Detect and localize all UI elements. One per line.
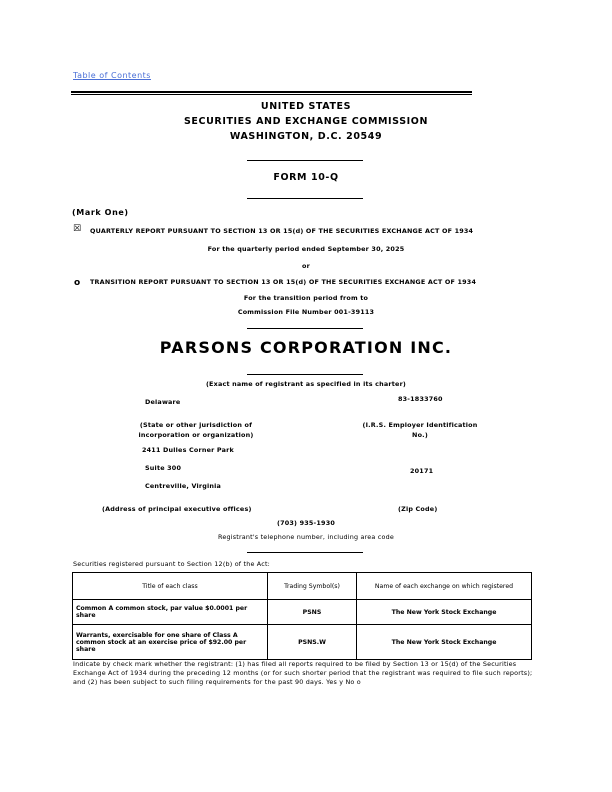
table-of-contents-link[interactable]: Table of Contents — [73, 71, 151, 80]
divider — [247, 552, 363, 553]
company-name: PARSONS CORPORATION INC. — [159, 338, 453, 357]
divider — [247, 328, 363, 329]
form-title: FORM 10-Q — [273, 172, 339, 183]
quarterly-period: For the quarterly period ended September… — [207, 245, 405, 253]
header-line1: UNITED STATES — [260, 101, 352, 112]
zip-caption: (Zip Code) — [398, 505, 438, 513]
mark-one-label: (Mark One) — [72, 208, 129, 217]
table-header-cell: Trading Symbol(s) — [267, 572, 357, 600]
table-cell: PSNS — [267, 599, 357, 625]
ein-number: 83-1833760 — [398, 395, 443, 403]
securities-table: Title of each class Trading Symbol(s) Na… — [72, 572, 532, 660]
address-caption: (Address of principal executive offices) — [102, 505, 252, 513]
table-cell: Common A common stock, par value $0.0001… — [72, 599, 268, 625]
divider — [247, 160, 363, 161]
reporting-compliance-text: Indicate by check mark whether the regis… — [73, 660, 533, 686]
divider — [247, 198, 363, 199]
state-caption: (State or other jurisdiction of incorpor… — [138, 421, 254, 439]
phone-number: (703) 935-1930 — [277, 519, 335, 527]
table-header-cell: Title of each class — [72, 572, 268, 600]
address-line2: Suite 300 — [145, 464, 182, 472]
table-cell: Warrants, exercisable for one share of C… — [72, 624, 268, 660]
or-text: or — [302, 262, 310, 270]
table-cell: The New York Stock Exchange — [356, 599, 532, 625]
table-row: Common A common stock, par value $0.0001… — [72, 599, 532, 625]
ein-caption: (I.R.S. Employer Identification No.) — [362, 421, 478, 439]
checked-box-icon: ☒ — [73, 224, 82, 234]
table-cell: PSNS.W — [267, 624, 357, 660]
top-divider — [71, 91, 472, 93]
charter-caption: (Exact name of registrant as specified i… — [205, 380, 407, 388]
unchecked-box-icon: o — [74, 278, 81, 288]
table-header-row: Title of each class Trading Symbol(s) Na… — [72, 572, 532, 600]
top-divider-thin — [71, 94, 472, 95]
phone-caption: Registrant's telephone number, including… — [218, 533, 394, 541]
section-12b-title: Securities registered pursuant to Sectio… — [73, 560, 271, 568]
table-row: Warrants, exercisable for one share of C… — [72, 624, 532, 660]
table-header-cell: Name of each exchange on which registere… — [356, 572, 532, 600]
zip-code: 20171 — [410, 467, 434, 475]
divider — [247, 374, 363, 375]
state-of-incorporation: Delaware — [145, 398, 181, 406]
address-line1: 2411 Dulles Corner Park — [142, 446, 234, 454]
address-city: Centreville, Virginia — [145, 482, 222, 490]
transition-period: For the transition period from to — [243, 294, 369, 302]
commission-file-number: Commission File Number 001-39113 — [237, 308, 375, 316]
header-line2: SECURITIES AND EXCHANGE COMMISSION — [183, 116, 429, 127]
table-cell: The New York Stock Exchange — [356, 624, 532, 660]
header-line3: WASHINGTON, D.C. 20549 — [229, 131, 383, 142]
transition-report-text: TRANSITION REPORT PURSUANT TO SECTION 13… — [90, 278, 477, 286]
quarterly-report-text: QUARTERLY REPORT PURSUANT TO SECTION 13 … — [90, 227, 474, 235]
